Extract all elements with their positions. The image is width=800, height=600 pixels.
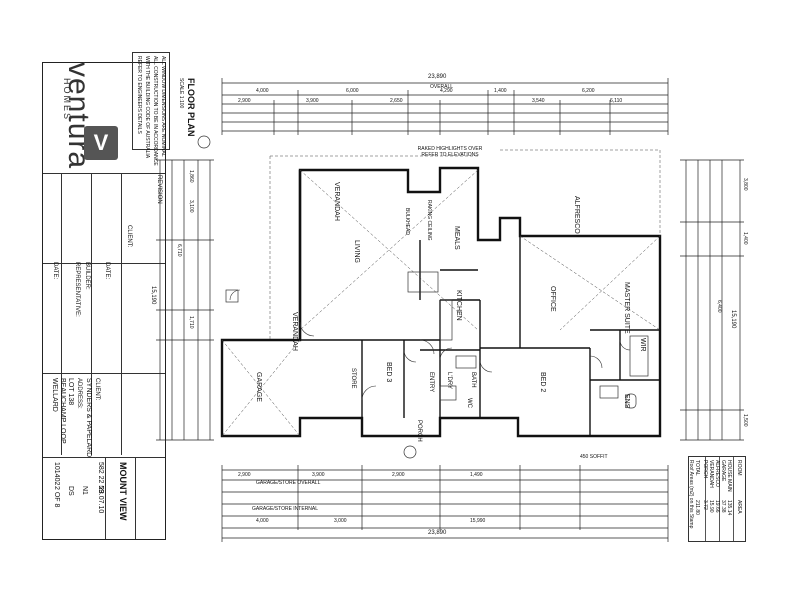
dim-right: 6,400 (716, 300, 722, 313)
area-col (719, 457, 720, 541)
notes-box (132, 52, 170, 150)
raking-ceiling-note: RAKING CEILING (426, 200, 432, 241)
area-col (705, 457, 706, 541)
room-living: LIVING (353, 240, 360, 263)
bulkhead-note: BULKHEAD (404, 208, 410, 235)
dim-top2: 3,540 (532, 98, 545, 104)
dim-top2: 3,900 (306, 98, 319, 104)
dim-overall-top: 23,890 (428, 74, 447, 80)
garage-store-internal-note: GARAGE/STORE INTERNAL (252, 506, 319, 512)
dim-top: 6,200 (582, 88, 595, 94)
tb-col (61, 173, 62, 455)
dim-bottom2: 15,990 (470, 518, 486, 524)
dim-right-overall: 15,190 (730, 310, 736, 329)
room-ens: ENS (623, 394, 630, 409)
room-meals: MEALS (453, 226, 460, 250)
room-verandah: VERANDAH (333, 182, 340, 221)
dim-left: 1,860 (188, 170, 194, 183)
dim-bottom2: 3,000 (334, 518, 347, 524)
dim-bottom: 2,900 (238, 472, 251, 478)
tb-col (105, 457, 106, 539)
dim-top2: 6,110 (610, 98, 623, 104)
dim-top2: 2,900 (238, 98, 251, 104)
tb-col (91, 173, 92, 455)
dim-left: 6,710 (176, 244, 182, 257)
room-entry: ENTRY (428, 372, 434, 393)
room-wc: WC (466, 398, 472, 408)
room-master-suite: MASTER SUITE (623, 282, 630, 334)
dim-left: 3,100 (188, 200, 194, 213)
room-verandah-side: VERANDAH (291, 312, 298, 351)
room-bed3: BED 3 (385, 362, 392, 383)
dim-right: 1,500 (742, 414, 748, 427)
room-porch: PORCH (416, 420, 422, 442)
dim-top: 4,000 (256, 88, 269, 94)
room-kitchen: KITCHEN (455, 290, 462, 321)
room-garage: GARAGE (255, 372, 262, 402)
room-bed2: BED 2 (539, 372, 546, 393)
garage-store-note: GARAGE/STORE OVERALL (256, 480, 321, 486)
tb-divider (43, 373, 165, 374)
dim-top2: 2,650 (390, 98, 403, 104)
raking-note: RAKED HIGHLIGHTS OVER REFER TO ELEVATION… (417, 146, 483, 158)
area-table (688, 456, 746, 542)
dim-top: 1,400 (494, 88, 507, 94)
dim-left: 1,710 (188, 316, 194, 329)
dim-bottom: 3,900 (312, 472, 325, 478)
dim-overall-bottom: 23,890 (428, 530, 447, 536)
dim-left-overall: 15,190 (150, 286, 156, 305)
room-bath: BATH (470, 372, 476, 388)
dim-bottom: 2,900 (392, 472, 405, 478)
dim-bottom: 1,490 (470, 472, 483, 478)
tb-col (135, 457, 136, 539)
room-store: STORE (350, 368, 356, 389)
soffit-note: 450 SOFFIT (580, 454, 608, 460)
tb-divider (43, 457, 165, 458)
dim-top: 6,000 (346, 88, 359, 94)
tb-col (121, 173, 122, 455)
dim-right: 1,400 (742, 232, 748, 245)
area-col (733, 457, 734, 541)
room-laundry: L'DRY (446, 372, 452, 390)
dim-overall-label: OVERALL (430, 84, 454, 90)
room-wir: WIR (639, 338, 646, 352)
tb-divider (43, 173, 165, 174)
title-block (42, 62, 166, 540)
dim-right: 3,800 (742, 178, 748, 191)
dim-top: 4,290 (440, 88, 453, 94)
dim-bottom2: 4,000 (256, 518, 269, 524)
tb-divider (43, 263, 165, 264)
logo-icon: V (84, 126, 118, 160)
room-office: OFFICE (549, 286, 556, 312)
room-alfresco: ALFRESCO (573, 196, 580, 234)
